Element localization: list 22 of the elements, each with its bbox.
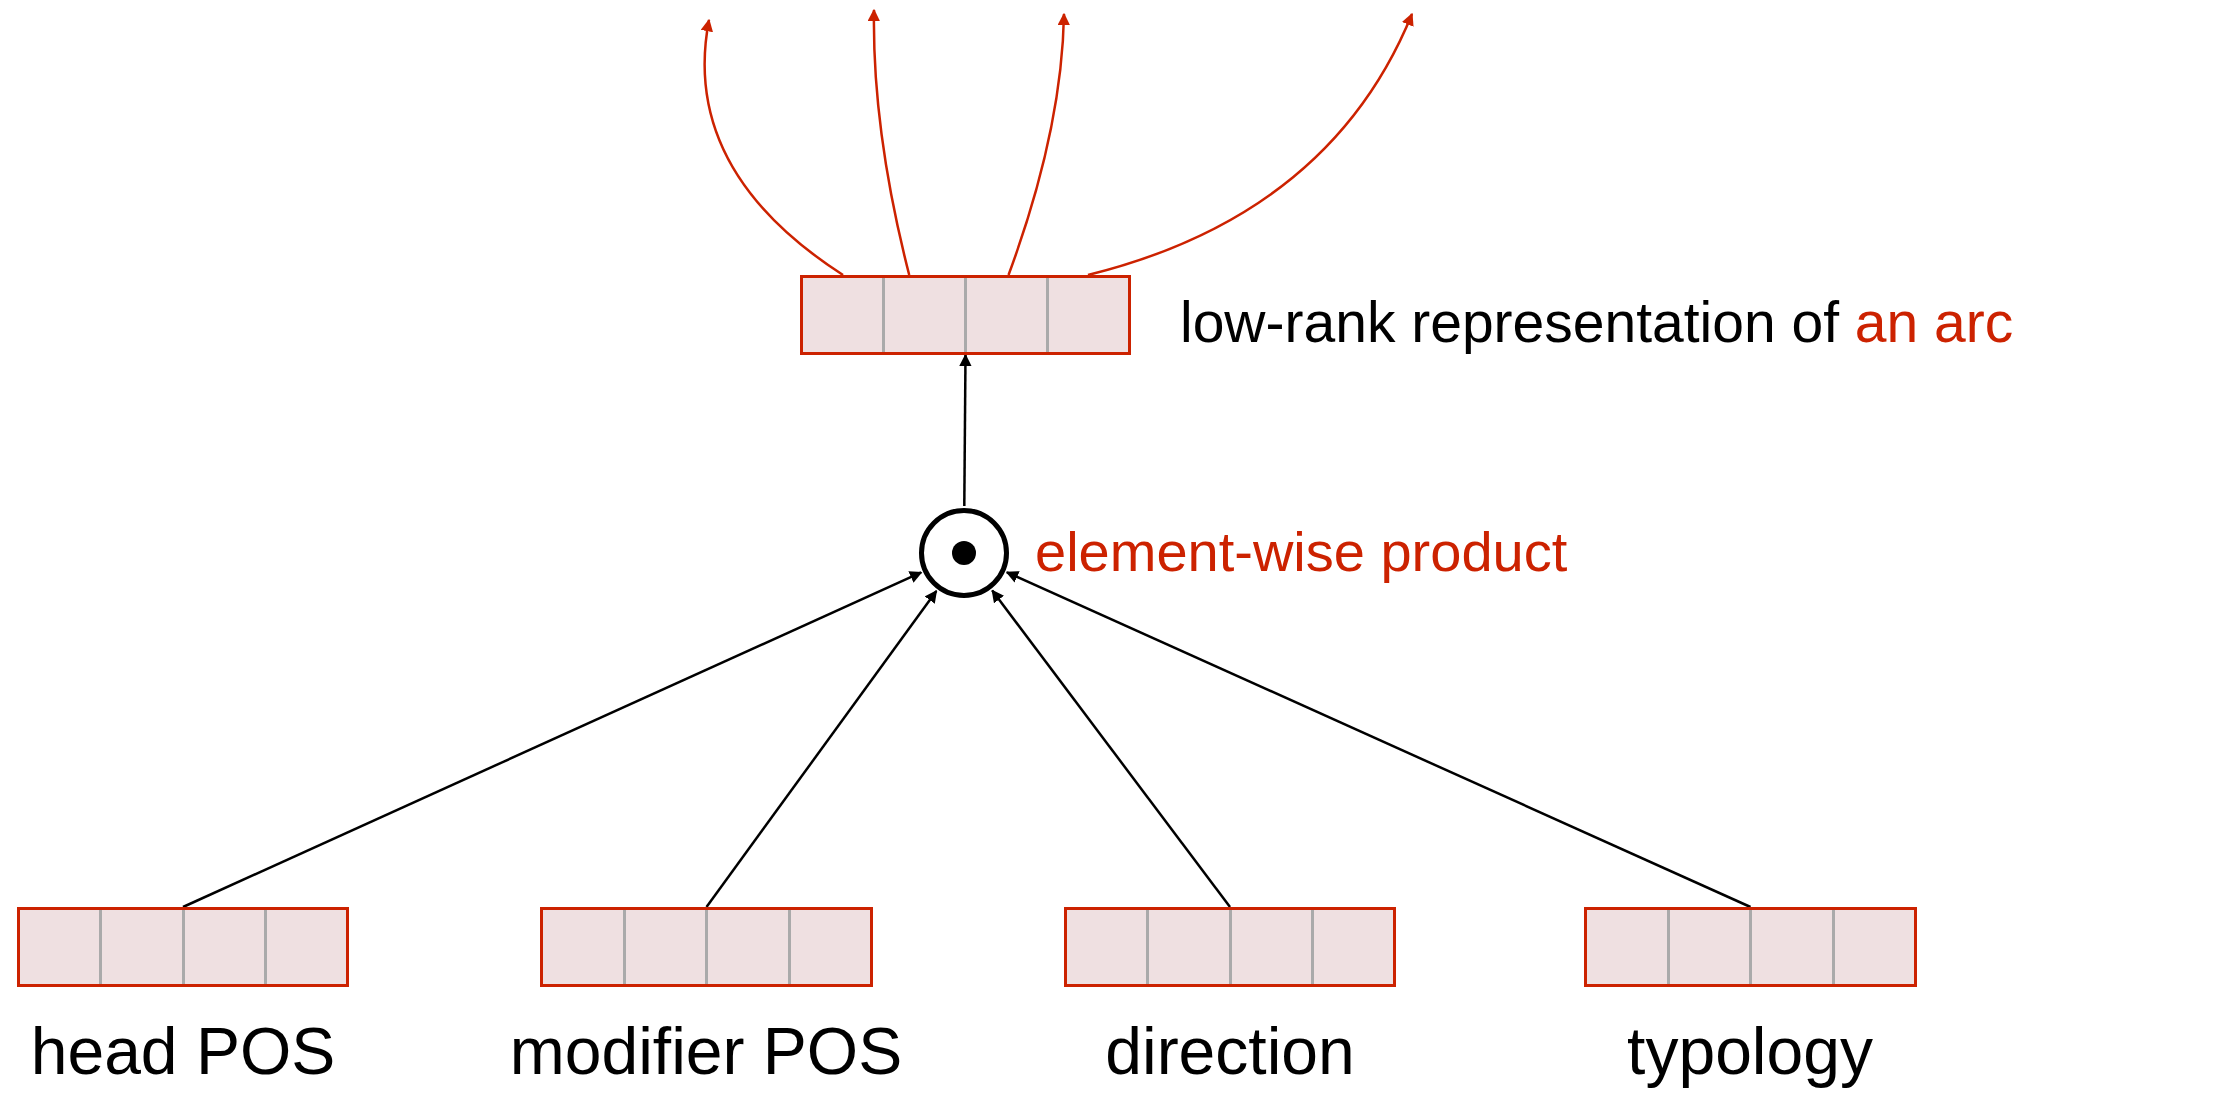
arrow [182,571,923,909]
vector-box [540,907,873,987]
node-label: an arc [1854,290,2014,354]
arrow [1087,12,1414,277]
node-label: modifier POS [509,1014,903,1088]
vector-box [1064,907,1396,987]
node-label: element-wise product [1035,520,1568,583]
arrow [1005,571,1751,909]
arrow [867,8,911,276]
node-label: direction [1105,1014,1355,1088]
arrow [1007,12,1070,276]
arrow [701,18,844,277]
node-label: typology [1627,1014,1873,1088]
node-label: low-rank representation of [1180,290,1839,354]
node-label: head POS [30,1014,336,1088]
vector-box [800,275,1131,355]
vector-box [17,907,349,987]
vector-box [1584,907,1917,987]
element-wise-product-circle [919,508,1009,598]
arrow [705,590,938,908]
arrow [991,589,1231,908]
arrow [959,353,972,506]
